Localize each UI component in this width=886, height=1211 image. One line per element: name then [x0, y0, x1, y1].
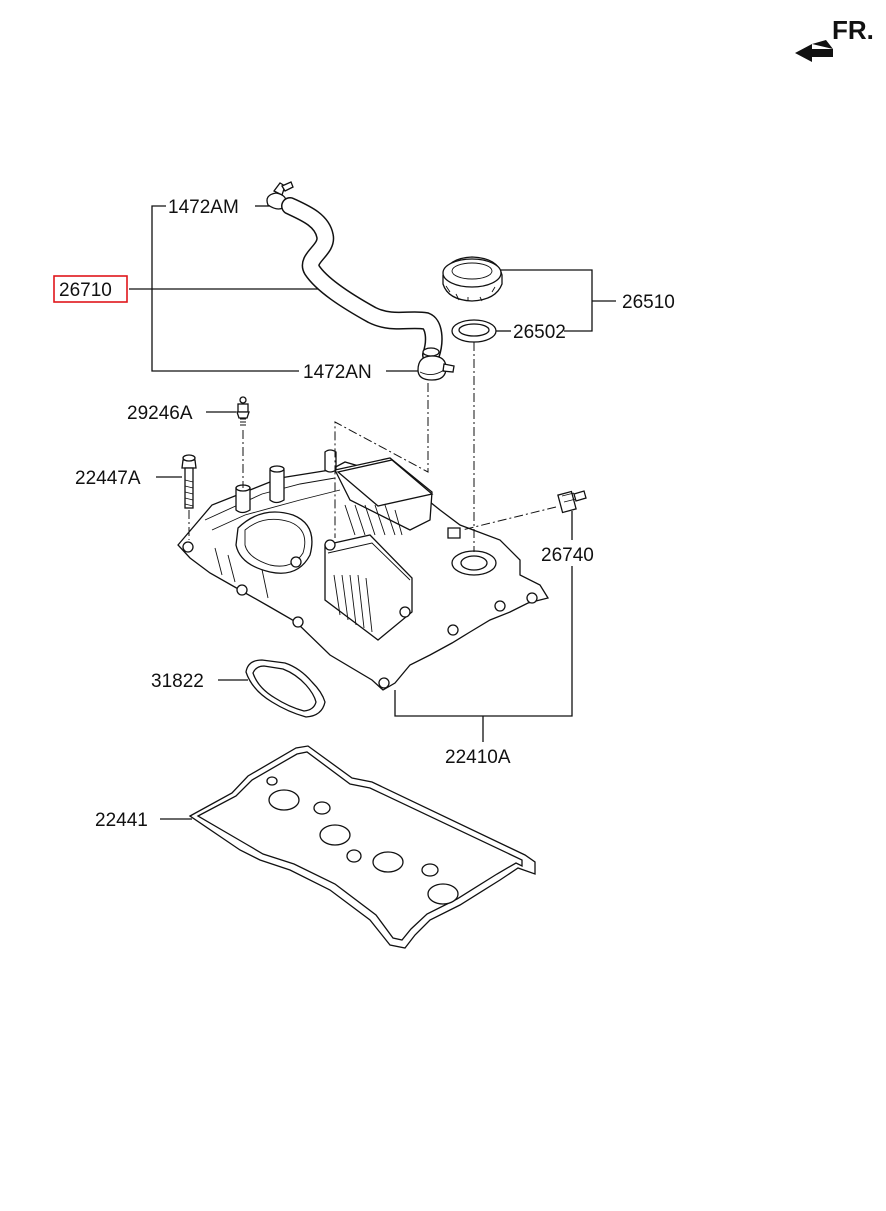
cover-bolt[interactable] — [181, 454, 197, 509]
label-29246A[interactable]: 29246A — [127, 403, 193, 424]
stud-bolt[interactable] — [236, 396, 250, 426]
breather-hose[interactable] — [281, 197, 443, 364]
front-arrow-icon — [795, 40, 833, 62]
label-26740[interactable]: 26740 — [541, 545, 594, 566]
label-22447A[interactable]: 22447A — [75, 468, 141, 489]
label-1472AM[interactable]: 1472AM — [168, 197, 239, 218]
label-26710[interactable]: 26710 — [59, 280, 112, 301]
rocker-cover[interactable] — [177, 449, 550, 691]
direction-label: FR. — [832, 15, 874, 45]
label-1472AN[interactable]: 1472AN — [303, 362, 372, 383]
label-26510[interactable]: 26510 — [622, 292, 675, 313]
label-22410A[interactable]: 22410A — [445, 747, 511, 768]
bracket-26510 — [500, 269, 616, 332]
label-31822[interactable]: 31822 — [151, 671, 204, 692]
cap-gasket[interactable] — [451, 319, 497, 343]
label-22441[interactable]: 22441 — [95, 810, 148, 831]
seal-gasket[interactable] — [245, 659, 326, 718]
rocker-cover-gasket[interactable] — [188, 745, 536, 949]
assembly-line-hose — [334, 383, 429, 538]
oil-filler-cap[interactable] — [442, 256, 503, 302]
hose-clamp-lower[interactable] — [417, 355, 455, 381]
label-26502[interactable]: 26502 — [513, 322, 566, 343]
assembly-line-pcv — [461, 506, 557, 531]
pcv-valve[interactable] — [557, 490, 587, 514]
bracket-22410A — [394, 566, 573, 742]
highlight-box — [53, 275, 128, 303]
